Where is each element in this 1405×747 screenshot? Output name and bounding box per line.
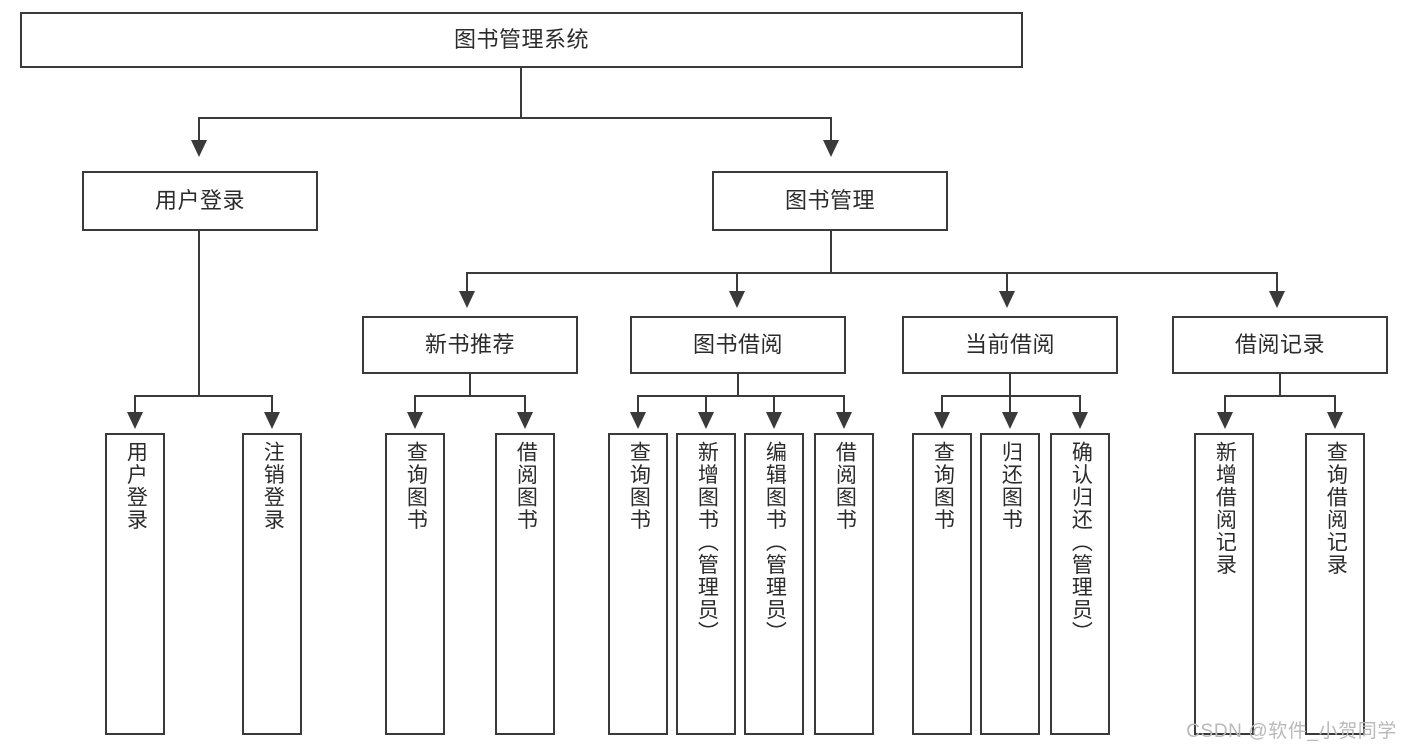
connector-drop-user-login [198, 117, 200, 143]
arrowhead-bb-leaf-1 [630, 412, 646, 429]
arrowhead-cb-leaf-1 [934, 412, 950, 429]
connector-drop-nbr-leaf-2 [524, 395, 526, 415]
node-root-book-management-system[interactable]: 图书管理系统 [20, 12, 1023, 68]
node-label: 当前借阅 [964, 331, 1055, 357]
node-book-borrow[interactable]: 图书借阅 [630, 316, 846, 374]
connector-new-book-recommend-bus [414, 395, 526, 397]
arrowhead-br-leaf-2 [1327, 412, 1343, 429]
leaf-br-query-record[interactable]: 查询借阅记录 [1305, 433, 1365, 735]
arrowhead-br-leaf-1 [1217, 412, 1233, 429]
connector-drop-bb-leaf-2 [705, 395, 707, 415]
connector-new-book-recommend-stem [469, 374, 471, 396]
connector-drop-nbr-leaf-1 [414, 395, 416, 415]
connector-drop-bb-leaf-4 [843, 395, 845, 415]
node-label: 图书借阅 [692, 331, 783, 357]
connector-borrow-record-stem [1279, 374, 1281, 396]
arrowhead-current-borrow [999, 291, 1015, 308]
leaf-cb-return-book[interactable]: 归还图书 [980, 433, 1040, 735]
connector-drop-leaf-logout [271, 395, 273, 415]
arrowhead-cb-leaf-3 [1072, 412, 1088, 429]
arrowhead-nbr-leaf-2 [517, 412, 533, 429]
node-label: 新增图书（管理员） [695, 441, 719, 644]
connector-drop-br-leaf-2 [1334, 395, 1336, 415]
connector-drop-cb-leaf-3 [1079, 395, 1081, 415]
connector-drop-borrow-record [1276, 272, 1278, 294]
leaf-nbr-query-book[interactable]: 查询图书 [385, 433, 445, 735]
connector-user-login-stem [198, 231, 200, 396]
node-label: 借阅图书 [833, 441, 857, 531]
arrowhead-borrow-record [1269, 291, 1285, 308]
leaf-logout[interactable]: 注销登录 [242, 433, 302, 735]
connector-drop-cb-leaf-1 [941, 395, 943, 415]
node-label: 查询图书 [404, 441, 428, 531]
connector-drop-bb-leaf-1 [637, 395, 639, 415]
leaf-cb-query-book[interactable]: 查询图书 [912, 433, 972, 735]
node-user-login[interactable]: 用户登录 [82, 171, 318, 231]
node-label: 借阅图书 [514, 441, 538, 531]
connector-book-management-stem [830, 231, 832, 273]
connector-drop-book-management [830, 117, 832, 143]
node-label: 用户登录 [154, 187, 245, 213]
leaf-br-add-record[interactable]: 新增借阅记录 [1194, 433, 1254, 735]
node-label: 图书管理系统 [453, 26, 589, 52]
node-label: 确认归还（管理员） [1069, 441, 1093, 644]
connector-drop-current-borrow [1006, 272, 1008, 294]
node-current-borrow[interactable]: 当前借阅 [902, 316, 1118, 374]
connector-level2-bus [198, 117, 832, 119]
node-label: 查询图书 [931, 441, 955, 531]
connector-drop-book-borrow [736, 272, 738, 294]
connector-drop-new-book-recommend [466, 272, 468, 294]
node-label: 编辑图书（管理员） [763, 441, 787, 644]
arrowhead-nbr-leaf-1 [407, 412, 423, 429]
node-label: 用户登录 [124, 441, 148, 531]
leaf-bb-borrow-book[interactable]: 借阅图书 [814, 433, 874, 735]
arrowhead-new-book-recommend [459, 291, 475, 308]
arrowhead-bb-leaf-2 [698, 412, 714, 429]
arrowhead-user-login [191, 140, 207, 157]
watermark-text: CSDN @软件_小贺同学 [1186, 721, 1397, 742]
connector-book-borrow-bus [637, 395, 845, 397]
leaf-nbr-borrow-book[interactable]: 借阅图书 [495, 433, 555, 735]
node-label: 新书推荐 [424, 331, 515, 357]
connector-current-borrow-bus [941, 395, 1081, 397]
leaf-bb-add-book-admin[interactable]: 新增图书（管理员） [676, 433, 736, 735]
node-label: 注销登录 [261, 441, 285, 531]
connector-drop-cb-leaf-2 [1009, 395, 1011, 415]
node-borrow-record[interactable]: 借阅记录 [1172, 316, 1388, 374]
leaf-cb-confirm-return-admin[interactable]: 确认归还（管理员） [1050, 433, 1110, 735]
arrowhead-bb-leaf-4 [836, 412, 852, 429]
connector-drop-leaf-user-login [134, 395, 136, 415]
node-label: 归还图书 [999, 441, 1023, 531]
arrowhead-book-borrow [729, 291, 745, 308]
connector-drop-bb-leaf-3 [773, 395, 775, 415]
connector-current-borrow-stem [1009, 374, 1011, 396]
node-label: 借阅记录 [1234, 331, 1325, 357]
node-book-management[interactable]: 图书管理 [712, 171, 948, 231]
arrowhead-book-management [823, 140, 839, 157]
connector-book-borrow-stem [737, 374, 739, 396]
node-new-book-recommend[interactable]: 新书推荐 [362, 316, 578, 374]
arrowhead-leaf-user-login [127, 412, 143, 429]
arrowhead-bb-leaf-3 [766, 412, 782, 429]
node-label: 查询图书 [627, 441, 651, 531]
node-label: 图书管理 [784, 187, 875, 213]
connector-user-login-bus [134, 395, 272, 397]
node-label: 查询借阅记录 [1324, 441, 1348, 576]
arrowhead-cb-leaf-2 [1002, 412, 1018, 429]
leaf-user-login[interactable]: 用户登录 [105, 433, 165, 735]
connector-level3-bus [466, 272, 1278, 274]
leaf-bb-query-book[interactable]: 查询图书 [608, 433, 668, 735]
arrowhead-leaf-logout [264, 412, 280, 429]
connector-drop-br-leaf-1 [1224, 395, 1226, 415]
connector-root-stem [520, 68, 522, 118]
leaf-bb-edit-book-admin[interactable]: 编辑图书（管理员） [744, 433, 804, 735]
node-label: 新增借阅记录 [1213, 441, 1237, 576]
connector-borrow-record-bus [1224, 395, 1336, 397]
